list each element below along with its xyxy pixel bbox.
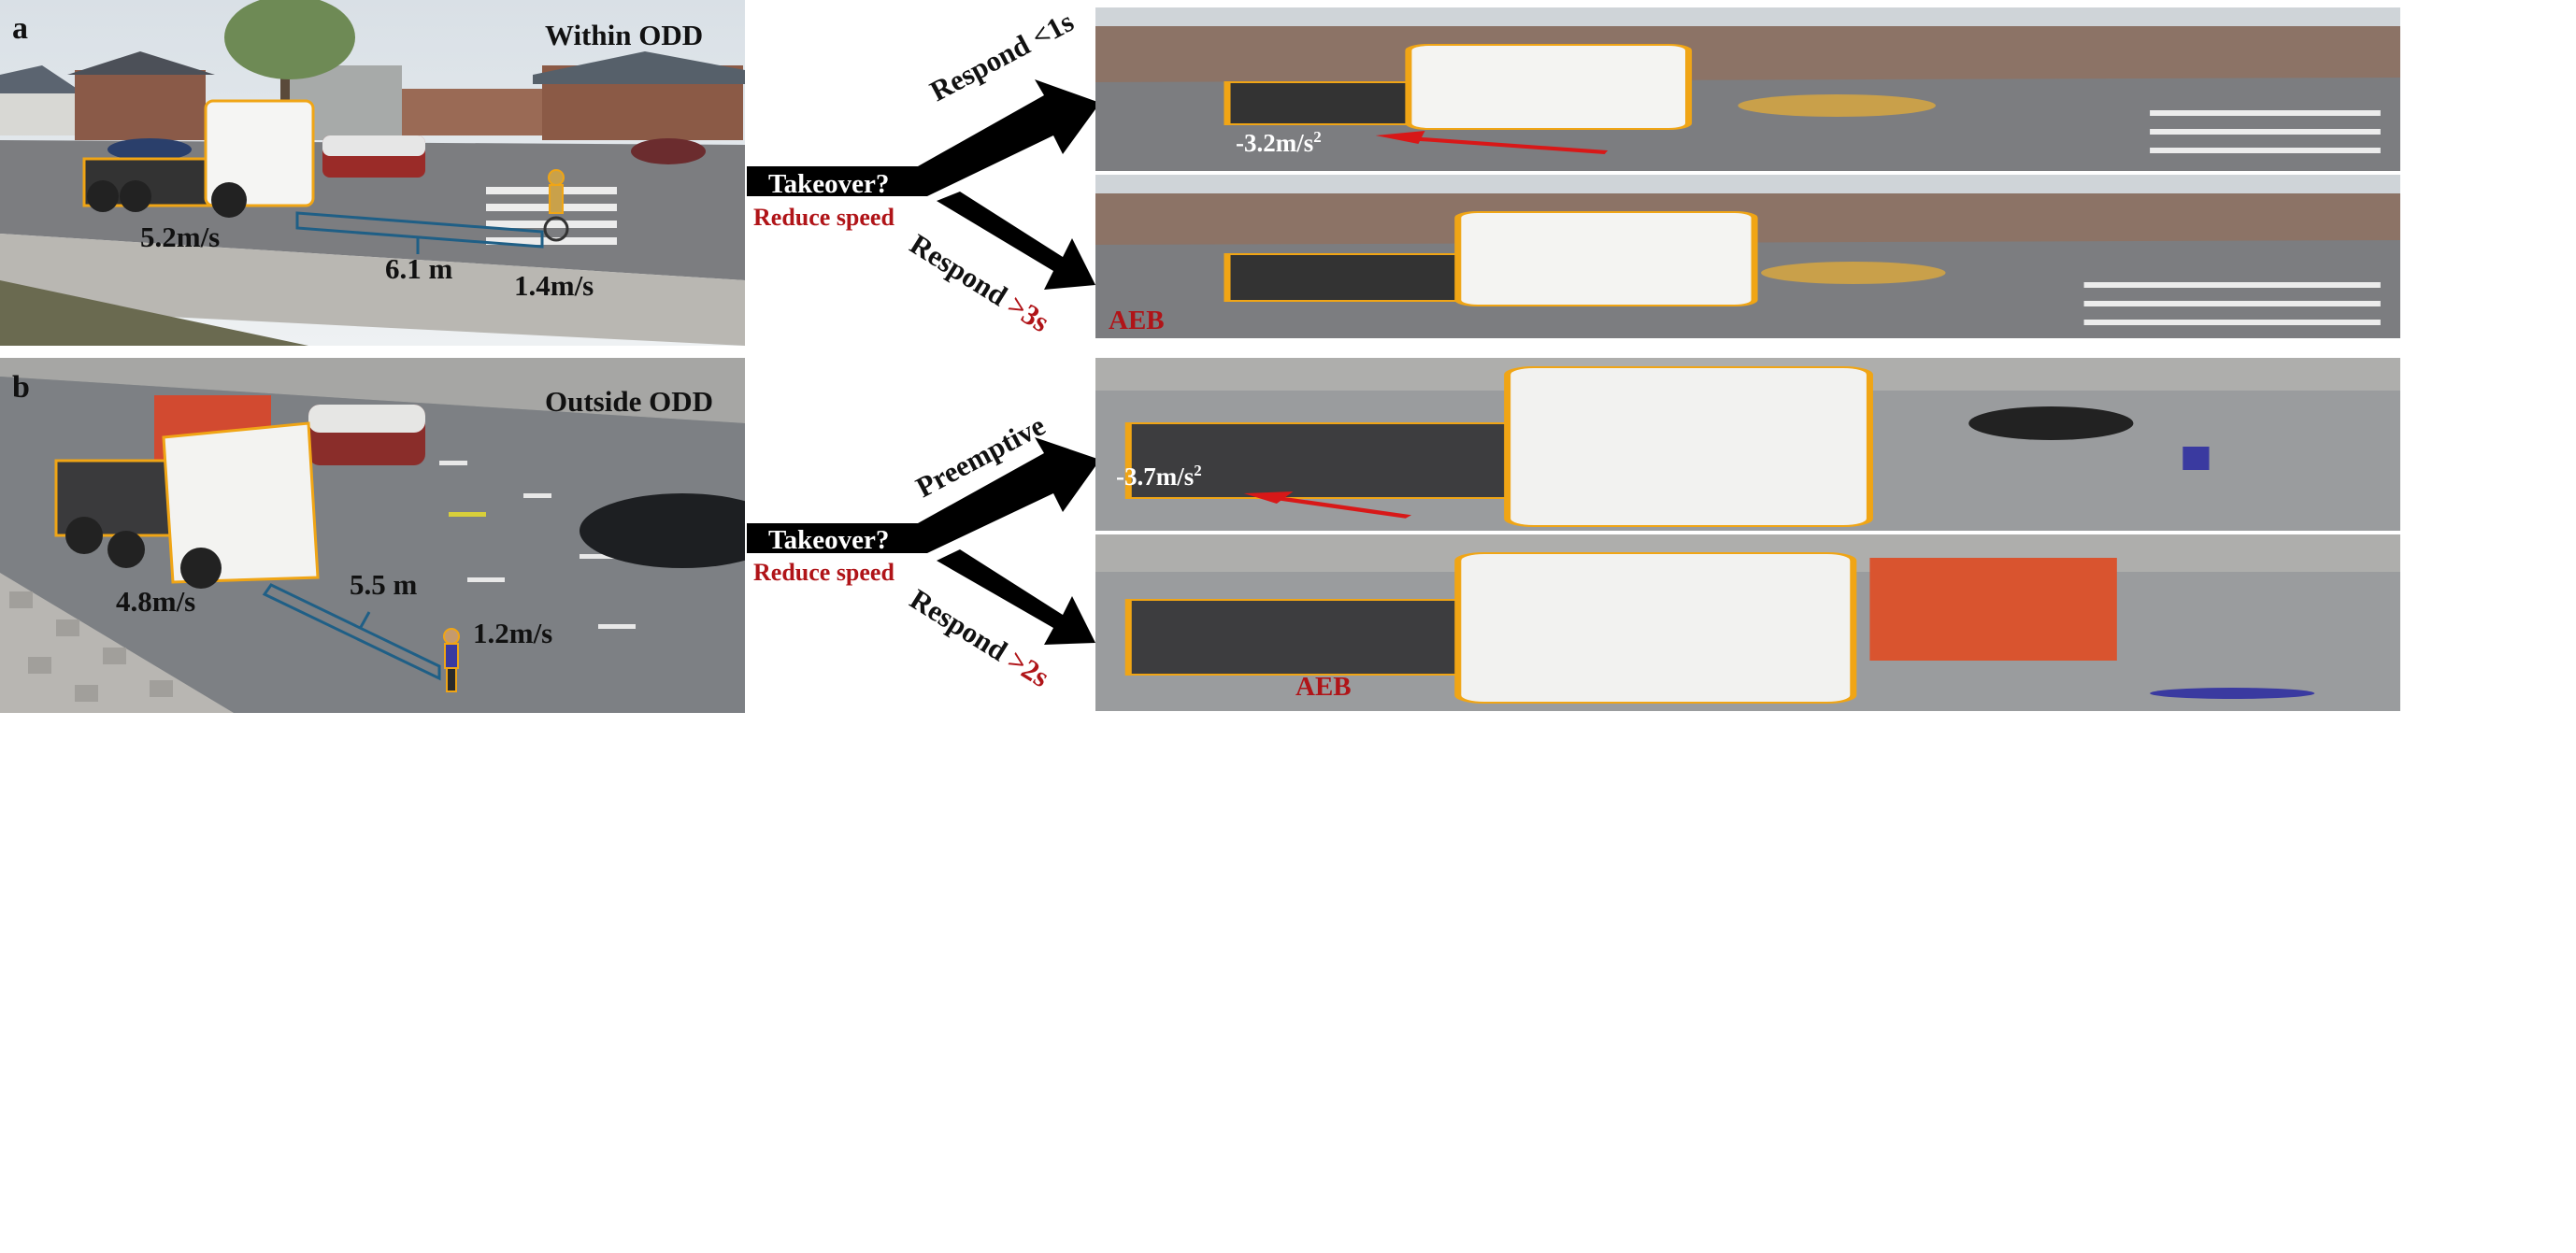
flow-a-takeover: Takeover? [768, 169, 890, 199]
panel-a-cyclist-speed: 1.4m/s [514, 269, 594, 302]
flow-b-reduce-speed: Reduce speed [753, 559, 894, 586]
panel-b-title: Outside ODD [545, 385, 713, 418]
panel-b-pedestrian-speed: 1.2m/s [473, 617, 553, 649]
panel-b-distance: 5.5 m [350, 568, 418, 601]
panel-a-truck-speed: 5.2m/s [140, 221, 221, 253]
flow-b-takeover: Takeover? [768, 525, 890, 555]
panel-a-scene [0, 0, 745, 346]
result-a-aeb: AEB [1109, 306, 1165, 335]
flow-a-reduce-speed: Reduce speed [753, 204, 894, 231]
flow-b-arrows [747, 437, 1100, 645]
result-a-decel-value: -3.2m/s [1236, 129, 1314, 157]
result-b-decel-value: -3.7m/s [1116, 463, 1195, 491]
truck-highlight [82, 99, 315, 218]
panel-a-letter: a [12, 11, 28, 46]
result-a-decel: -3.2m/s2 [1236, 129, 1322, 156]
result-b-decel: -3.7m/s2 [1116, 463, 1202, 490]
panel-b-scene [0, 358, 745, 713]
result-b-upper [1095, 358, 2400, 531]
panel-b-truck-speed: 4.8m/s [116, 585, 196, 618]
result-b-decel-exponent: 2 [1194, 462, 1202, 479]
result-a-lower [1095, 175, 2400, 338]
result-a-upper [1095, 7, 2400, 171]
panel-a-title: Within ODD [545, 19, 704, 51]
flow-a-arrows [747, 79, 1100, 290]
result-b-aeb: AEB [1295, 672, 1352, 702]
result-b-lower [1095, 534, 2400, 711]
result-a-decel-exponent: 2 [1313, 128, 1322, 146]
panel-a-distance: 6.1 m [385, 252, 453, 285]
panel-b-letter: b [12, 370, 30, 405]
